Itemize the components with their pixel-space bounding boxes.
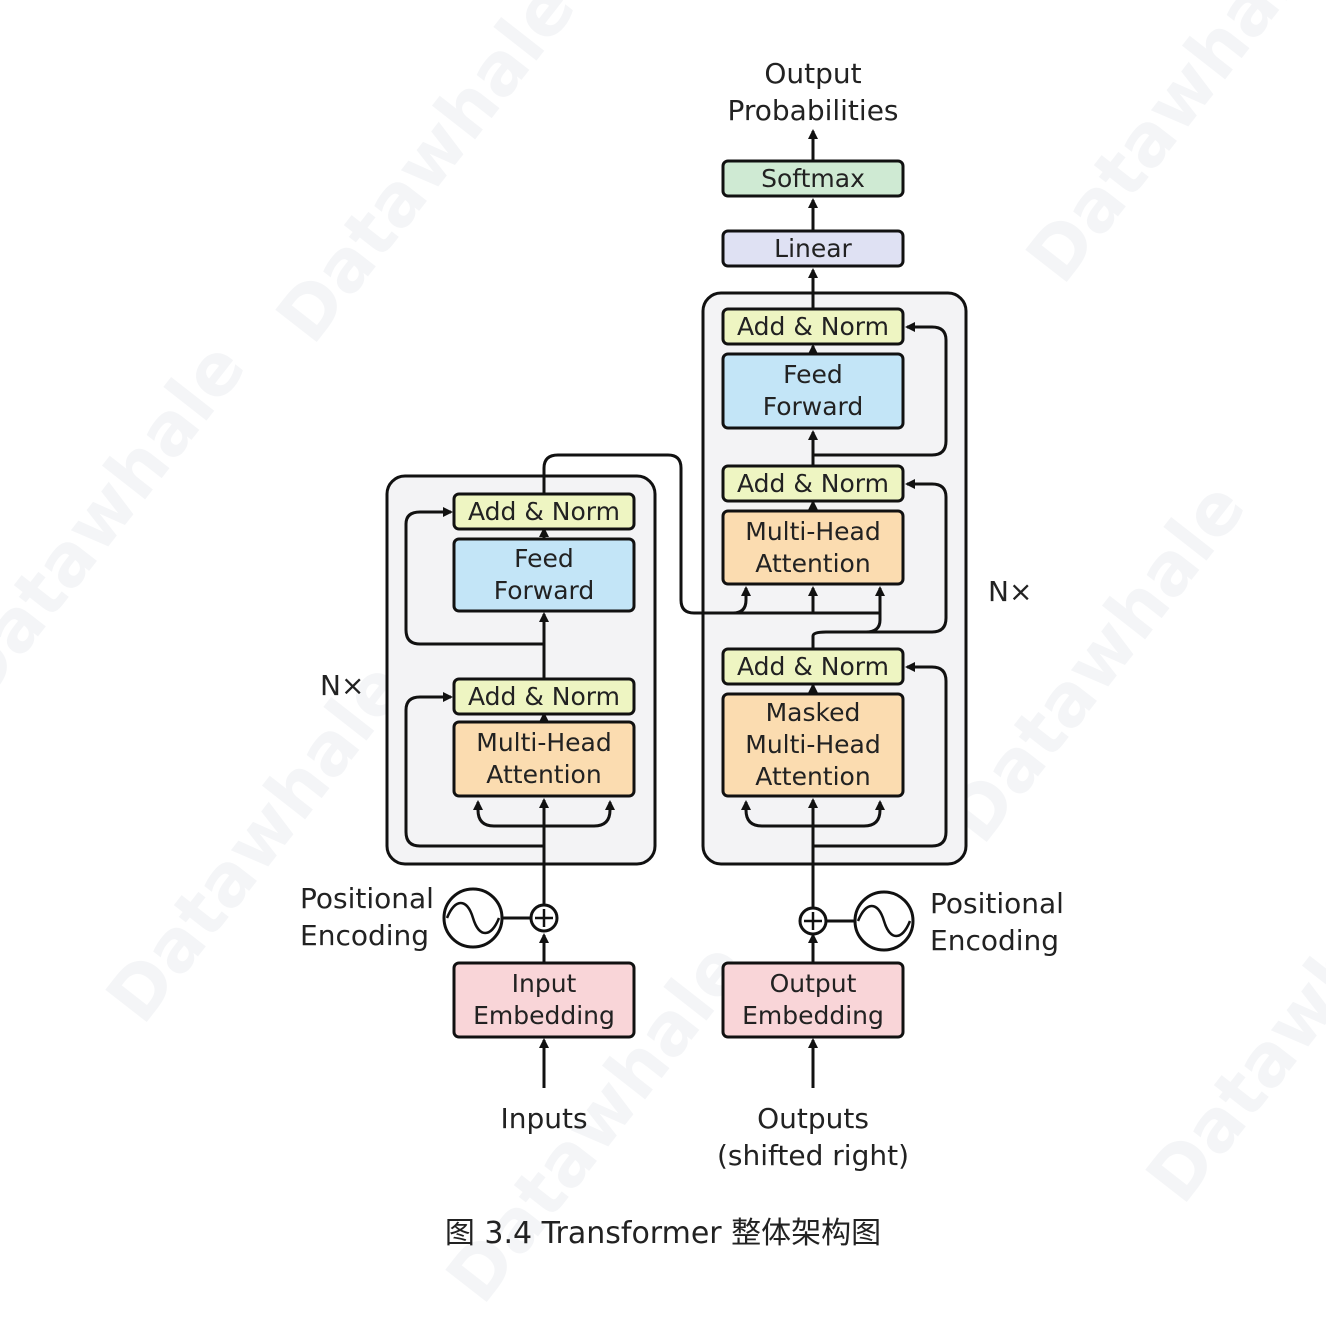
encoder-positional-encoding-label: Positional Encoding	[300, 882, 434, 952]
encoder-to-decoder-connection	[542, 453, 880, 615]
decoder-add-norm-top-label: Add & Norm	[737, 311, 889, 341]
sine-wave-icon	[445, 901, 501, 935]
cross-attn-input	[732, 586, 751, 615]
decoder-repeat-label: N×	[988, 575, 1033, 608]
encoder-residual-2	[404, 507, 544, 646]
encoder-attn-split	[544, 800, 615, 828]
output-embedding-block	[721, 961, 905, 1039]
linear-label: Linear	[774, 233, 852, 263]
decoder-add-norm-middle	[721, 464, 905, 503]
decoder-multi-head-attention	[721, 509, 905, 586]
sine-wave-icon	[856, 904, 912, 938]
figure-caption: 图 3.4 Transformer 整体架构图	[444, 1216, 882, 1251]
decoder-add-norm-middle-label: Add & Norm	[737, 468, 889, 498]
encoder-add-norm-bottom-label: Add & Norm	[468, 681, 620, 711]
decoder-add-norm-bottom	[721, 647, 905, 686]
encoder-attn-split	[473, 800, 544, 828]
decoder-feed-forward-label: Feed Forward	[762, 360, 864, 421]
decoder-positional-encoding-label: Positional Encoding	[930, 887, 1064, 957]
output-embedding-label: Output Embedding	[742, 969, 884, 1030]
decoder-feed-forward	[721, 352, 905, 430]
encoder-multi-head-attention	[452, 720, 636, 798]
output-probabilities-label: Output Probabilities	[727, 57, 899, 127]
input-embedding-label: Input Embedding	[473, 969, 615, 1030]
encoder-stack	[385, 474, 657, 866]
decoder-masked-split	[741, 800, 813, 828]
transformer-diagram	[385, 129, 968, 1088]
decoder-attention-label: Multi-Head Attention	[745, 516, 881, 578]
decoder-residual-2	[826, 479, 948, 634]
encoder-feed-forward	[452, 537, 636, 613]
encoder-add-norm-bottom	[452, 677, 636, 716]
inputs-label: Inputs	[500, 1102, 588, 1135]
encoder-repeat-label: N×	[320, 669, 365, 702]
encoder-feed-forward-label: Feed Forward	[493, 544, 595, 605]
decoder-residual-3	[813, 322, 948, 457]
decoder-add-norm-top	[721, 307, 905, 346]
encoder-residual-1	[404, 692, 544, 848]
softmax-block	[721, 159, 905, 198]
linear-block	[721, 229, 905, 268]
softmax-label: Softmax	[761, 163, 865, 193]
encoder-add-norm-top	[452, 492, 636, 531]
decoder-masked-multi-head-attention	[721, 692, 905, 798]
outputs-shifted-right-label: Outputs (shifted right)	[717, 1102, 909, 1172]
decoder-add-norm-bottom-label: Add & Norm	[737, 651, 889, 681]
decoder-residual-1	[813, 662, 948, 848]
encoder-attention-label: Multi-Head Attention	[476, 728, 612, 789]
masked-attention-label: Masked Multi-Head Attention	[745, 698, 881, 791]
decoder-masked-split	[813, 800, 885, 828]
encoder-add-norm-top-label: Add & Norm	[468, 496, 620, 526]
input-embedding-block	[452, 961, 636, 1039]
